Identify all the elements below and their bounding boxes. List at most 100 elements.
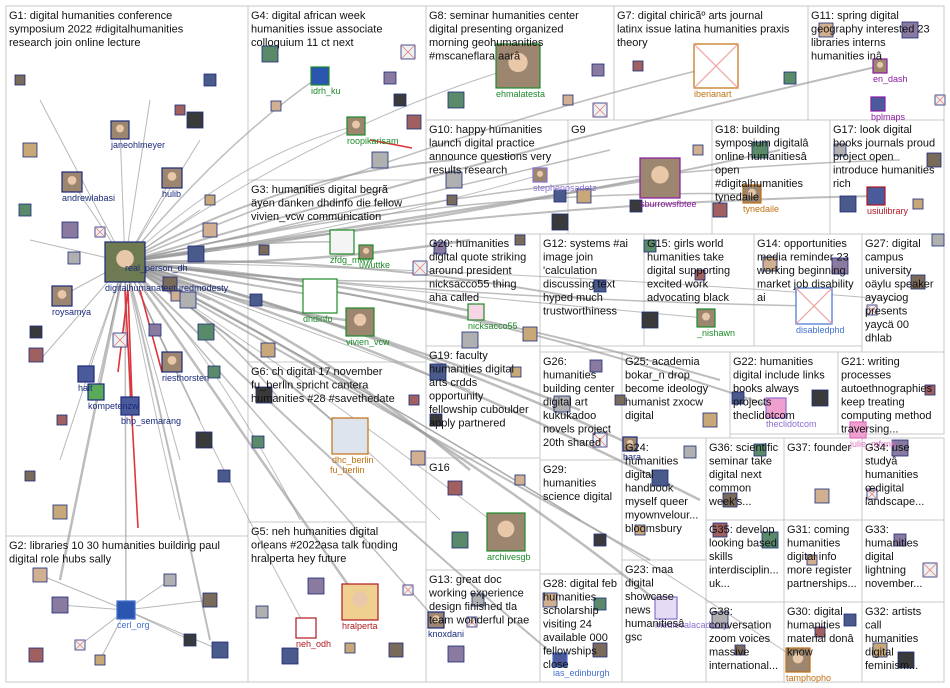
node[interactable]: [811, 389, 829, 407]
node[interactable]: [731, 391, 745, 405]
node[interactable]: [510, 366, 522, 378]
node[interactable]: [447, 91, 465, 109]
node[interactable]: [162, 276, 178, 292]
node-archivesgb[interactable]: [486, 512, 526, 552]
node[interactable]: [831, 257, 849, 275]
node[interactable]: [148, 323, 162, 337]
node[interactable]: [591, 63, 605, 77]
node[interactable]: [576, 188, 592, 204]
node[interactable]: [891, 439, 909, 457]
node[interactable]: [592, 432, 608, 448]
node[interactable]: [592, 642, 608, 658]
node[interactable]: [52, 504, 68, 520]
node[interactable]: [406, 114, 422, 130]
node[interactable]: [195, 431, 213, 449]
node-knoxdani[interactable]: [427, 611, 445, 629]
node[interactable]: [179, 291, 197, 309]
node-hait[interactable]: [77, 365, 95, 383]
node-theclidotcom[interactable]: [765, 397, 787, 419]
node-cerl-org[interactable]: [116, 600, 136, 620]
node[interactable]: [202, 592, 218, 608]
node[interactable]: [522, 326, 538, 342]
node[interactable]: [692, 144, 704, 156]
node[interactable]: [412, 260, 428, 276]
node[interactable]: [711, 611, 729, 629]
node[interactable]: [261, 45, 279, 63]
node[interactable]: [447, 645, 465, 663]
node-usiulibrary[interactable]: [866, 186, 886, 206]
node[interactable]: [388, 642, 404, 658]
node[interactable]: [187, 245, 205, 263]
node[interactable]: [22, 142, 38, 158]
node[interactable]: [211, 641, 229, 659]
node[interactable]: [614, 394, 626, 406]
node[interactable]: [410, 450, 426, 466]
node[interactable]: [281, 647, 299, 665]
node-tamphopho[interactable]: [785, 647, 811, 673]
node[interactable]: [514, 474, 526, 486]
node[interactable]: [217, 469, 231, 483]
node[interactable]: [393, 93, 407, 107]
node[interactable]: [461, 331, 479, 349]
node[interactable]: [174, 104, 186, 116]
node[interactable]: [651, 469, 669, 487]
node[interactable]: [255, 386, 273, 404]
node[interactable]: [445, 171, 463, 189]
node[interactable]: [872, 642, 888, 658]
node[interactable]: [641, 311, 659, 329]
node-andrewlabasi[interactable]: [61, 171, 83, 193]
node[interactable]: [183, 633, 197, 647]
node[interactable]: [24, 470, 36, 482]
node[interactable]: [18, 203, 32, 217]
node[interactable]: [893, 533, 907, 547]
node[interactable]: [931, 233, 945, 247]
node[interactable]: [818, 22, 834, 38]
node-ehmalatesta[interactable]: [495, 43, 541, 89]
node[interactable]: [28, 347, 44, 363]
node[interactable]: [447, 480, 463, 496]
node[interactable]: [307, 577, 325, 595]
node[interactable]: [249, 293, 263, 307]
node--nishawn[interactable]: [696, 308, 716, 328]
node[interactable]: [632, 60, 644, 72]
node[interactable]: [761, 531, 779, 549]
node-en-dash[interactable]: [872, 58, 888, 74]
node[interactable]: [783, 71, 797, 85]
node[interactable]: [112, 332, 128, 348]
node[interactable]: [922, 562, 938, 578]
node[interactable]: [712, 522, 728, 538]
node[interactable]: [400, 44, 416, 60]
node[interactable]: [634, 524, 646, 536]
node-bhp-semarang[interactable]: [120, 396, 140, 416]
node[interactable]: [806, 554, 818, 566]
node[interactable]: [901, 21, 919, 39]
node-ias-edinburgh[interactable]: [552, 652, 568, 668]
node[interactable]: [734, 644, 746, 656]
node-kompetenzw[interactable]: [87, 383, 105, 401]
node[interactable]: [207, 365, 221, 379]
node-riesthorsten[interactable]: [161, 351, 183, 373]
node[interactable]: [562, 94, 574, 106]
node[interactable]: [629, 199, 643, 213]
node-hulib[interactable]: [161, 167, 183, 189]
node-dhc-berlin[interactable]: [331, 417, 369, 455]
node[interactable]: [202, 222, 218, 238]
node[interactable]: [833, 143, 847, 157]
node[interactable]: [429, 363, 447, 381]
node[interactable]: [67, 251, 81, 265]
node[interactable]: [924, 384, 936, 396]
node[interactable]: [260, 342, 276, 358]
node[interactable]: [471, 593, 485, 607]
node[interactable]: [910, 274, 926, 290]
node[interactable]: [553, 395, 571, 413]
node[interactable]: [186, 111, 204, 129]
node[interactable]: [553, 189, 567, 203]
node[interactable]: [751, 141, 769, 159]
node[interactable]: [446, 194, 458, 206]
node[interactable]: [934, 94, 946, 106]
node-tynedaile[interactable]: [742, 184, 762, 204]
node-sburrowsfbtee[interactable]: [639, 157, 681, 199]
node-zfdg-mww[interactable]: [329, 229, 355, 255]
node[interactable]: [753, 443, 767, 457]
node[interactable]: [94, 654, 106, 666]
